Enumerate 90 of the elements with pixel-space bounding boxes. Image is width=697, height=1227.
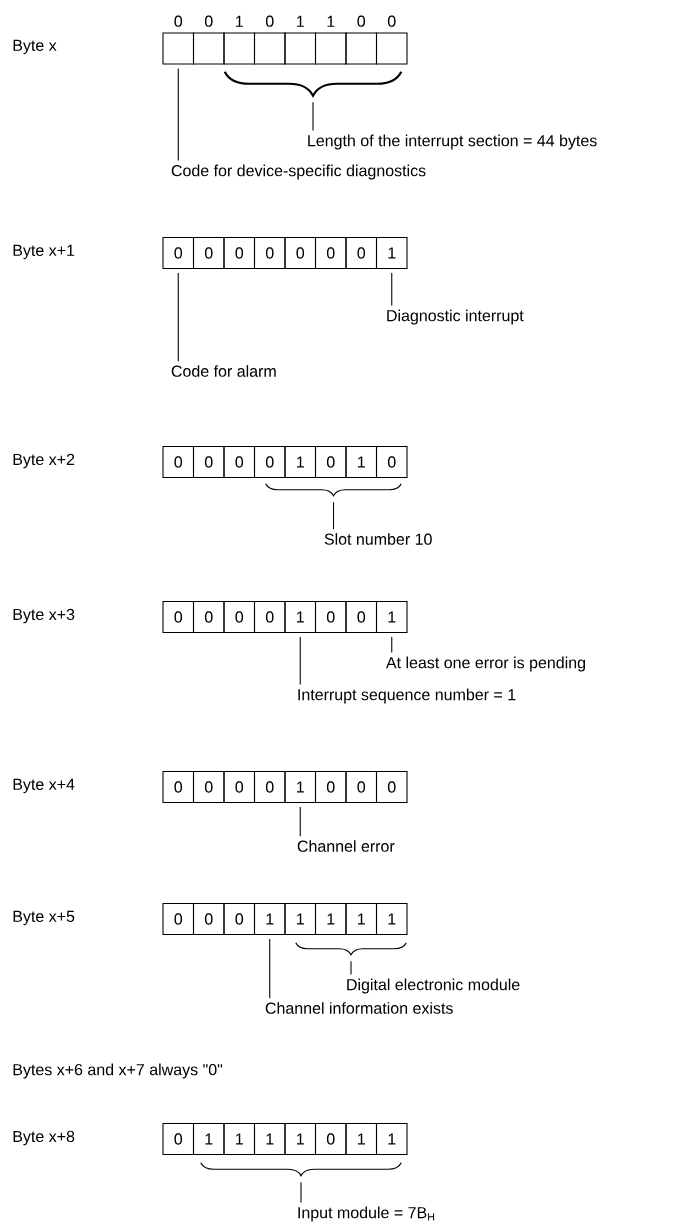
leader-line <box>332 501 335 530</box>
bit-cell: 0 <box>223 445 256 479</box>
bit-cell: 0 <box>345 600 378 634</box>
bit-cell: 1 <box>375 902 408 936</box>
byte-label: Byte x+1 <box>13 244 75 260</box>
annotation-text: Diagnostic interrupt <box>387 309 524 325</box>
bit-cell: 0 <box>253 236 286 270</box>
bit-cell: 0 <box>375 445 408 479</box>
bit-cell: 0 <box>314 600 347 634</box>
bit-cell: 0 <box>375 770 408 804</box>
bit-cell: 0 <box>162 902 195 936</box>
bit-cell: 0 <box>162 445 195 479</box>
bit-cell: 1 <box>284 1122 317 1156</box>
byte-label: Byte x+8 <box>13 1130 75 1146</box>
bit-cell: 0 <box>223 236 256 270</box>
leader-line <box>299 806 301 837</box>
bit-cell: 0 <box>314 1122 347 1156</box>
bit-cell: 1 <box>375 1122 408 1156</box>
bit-cell: 1 <box>345 445 378 479</box>
bit-cell: 0 <box>192 600 225 634</box>
bit-cell: 0 <box>223 902 256 936</box>
bit-cell: 0 <box>192 236 225 270</box>
bit-cell: 0 <box>192 902 225 936</box>
leader-line <box>177 68 179 162</box>
bit-cell: 0 <box>253 770 286 804</box>
bit-cell: 1 <box>375 236 408 270</box>
bit-cell: 1 <box>284 902 317 936</box>
annotation-text: At least one error is pending <box>385 656 585 672</box>
bit-cell: 1 <box>345 902 378 936</box>
bit-cell: 0 <box>345 770 378 804</box>
leader-line <box>350 960 352 976</box>
bit-cell: 0 <box>253 445 286 479</box>
bit-cell: 0 <box>284 236 317 270</box>
bit-cell: 0 <box>345 236 378 270</box>
leader-line <box>299 636 301 686</box>
annotation-text: Channel error <box>297 840 395 852</box>
annotation-text: Interrupt sequence number = 1 <box>298 688 516 704</box>
bit-cell: 0 <box>314 236 347 270</box>
bit-cell: 0 <box>223 600 256 634</box>
bit-cell: 1 <box>284 600 317 634</box>
leader-line <box>391 636 393 654</box>
bit-cell: 0 <box>223 770 256 804</box>
bit-cell: 0 <box>192 445 225 479</box>
bit-value: 0 <box>387 15 396 27</box>
bit-cell: 0 <box>314 770 347 804</box>
byte-label: Byte x+5 <box>13 910 75 926</box>
annotation-text: Code for alarm <box>171 365 276 377</box>
leader-line <box>300 1181 302 1204</box>
leader-line <box>269 938 271 999</box>
bit-cell: 0 <box>162 770 195 804</box>
bit-cell: 0 <box>162 1122 195 1156</box>
bit-cell: 1 <box>375 600 408 634</box>
annotation-text: Digital electronic module <box>347 978 520 994</box>
bit-cell: 1 <box>223 1122 256 1156</box>
bit-cell: 1 <box>253 902 286 936</box>
bit-value: 0 <box>357 15 366 27</box>
bit-cell: 0 <box>192 770 225 804</box>
annotation-text: Length of the interrupt section = 44 bytes <box>308 134 597 150</box>
bit-cell: 0 <box>253 600 286 634</box>
annotation-text: Slot number 10 <box>324 533 432 545</box>
annotation-text: Channel information exists <box>265 1002 453 1014</box>
bit-cell: 1 <box>192 1122 225 1156</box>
bit-value: 0 <box>204 15 213 27</box>
leader-line <box>391 272 393 307</box>
byte-label: Bytes x+6 and x+7 always "0" <box>13 1063 223 1079</box>
curly-brace <box>265 483 402 497</box>
bit-value: 1 <box>297 15 304 27</box>
bit-cell: 0 <box>162 236 195 270</box>
bit-cell: 1 <box>284 770 317 804</box>
curly-brace <box>200 1162 402 1177</box>
bit-cell: 0 <box>314 445 347 479</box>
leader-line <box>312 101 314 132</box>
bit-value: 0 <box>265 15 274 27</box>
byte-label: Byte x+2 <box>13 453 75 469</box>
bit-cell: 1 <box>314 902 347 936</box>
bit-value: 1 <box>327 15 335 27</box>
bit-value: 0 <box>174 15 183 27</box>
byte-label: Byte x+4 <box>13 778 75 794</box>
bit-cell: 1 <box>345 1122 378 1156</box>
bit-value: 1 <box>236 15 243 27</box>
leader-line <box>177 272 179 362</box>
bit-cell: 0 <box>162 600 195 634</box>
bit-cell: 1 <box>284 445 317 479</box>
curly-brace <box>223 71 403 97</box>
byte-label: Byte x+3 <box>13 608 75 624</box>
bit-cell: 1 <box>253 1122 286 1156</box>
byte-label: Byte x <box>13 39 57 55</box>
curly-brace <box>295 942 407 956</box>
annotation-text: Code for device-specific diagnostics <box>171 164 426 180</box>
annotation-text: Input module = 7B$_{H}$ <box>298 1206 435 1222</box>
